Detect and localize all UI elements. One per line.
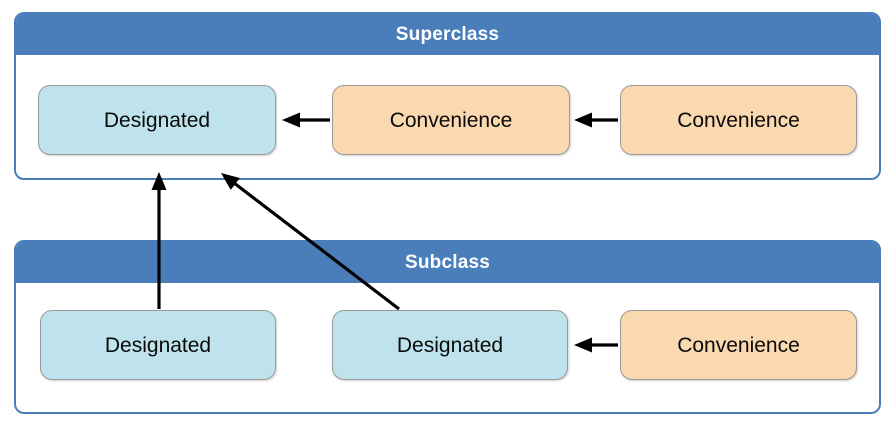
node-label: Convenience xyxy=(389,108,513,132)
superclass-initializer-designated[interactable]: Designated xyxy=(38,85,276,155)
node-label: Designated xyxy=(103,108,211,132)
node-label: Convenience xyxy=(677,333,800,357)
superclass-panel-header: Superclass xyxy=(16,14,879,55)
node-label: Convenience xyxy=(677,108,800,132)
node-label: Designated xyxy=(396,333,504,357)
subclass-panel-header: Subclass xyxy=(16,242,879,283)
subclass-panel-title: Subclass xyxy=(404,252,491,273)
subclass-initializer-designated-2[interactable]: Designated xyxy=(332,310,568,380)
subclass-initializer-convenience[interactable]: Convenience xyxy=(620,310,857,380)
subclass-initializer-designated-1[interactable]: Designated xyxy=(40,310,276,380)
node-label: Designated xyxy=(104,333,212,357)
superclass-initializer-convenience-2[interactable]: Convenience xyxy=(620,85,857,155)
superclass-initializer-convenience-1[interactable]: Convenience xyxy=(332,85,570,155)
superclass-panel-title: Superclass xyxy=(395,24,500,45)
